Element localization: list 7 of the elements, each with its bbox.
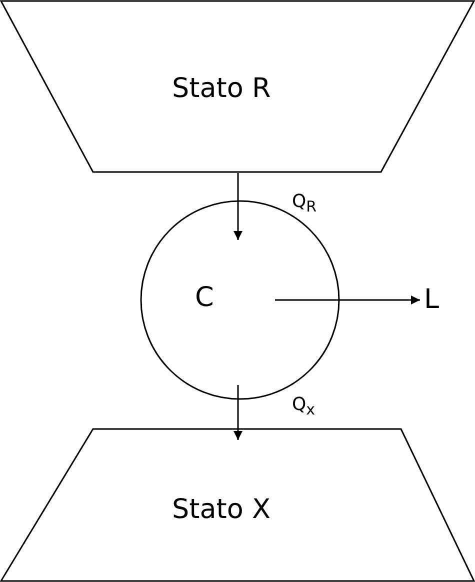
arrow bbox=[234, 385, 242, 440]
node-label: Stato X bbox=[172, 496, 270, 523]
arrow bbox=[275, 296, 420, 304]
work-label: L bbox=[424, 286, 440, 313]
node-label: C bbox=[195, 284, 214, 311]
arrow bbox=[234, 173, 242, 240]
node-label: Stato R bbox=[172, 75, 271, 102]
